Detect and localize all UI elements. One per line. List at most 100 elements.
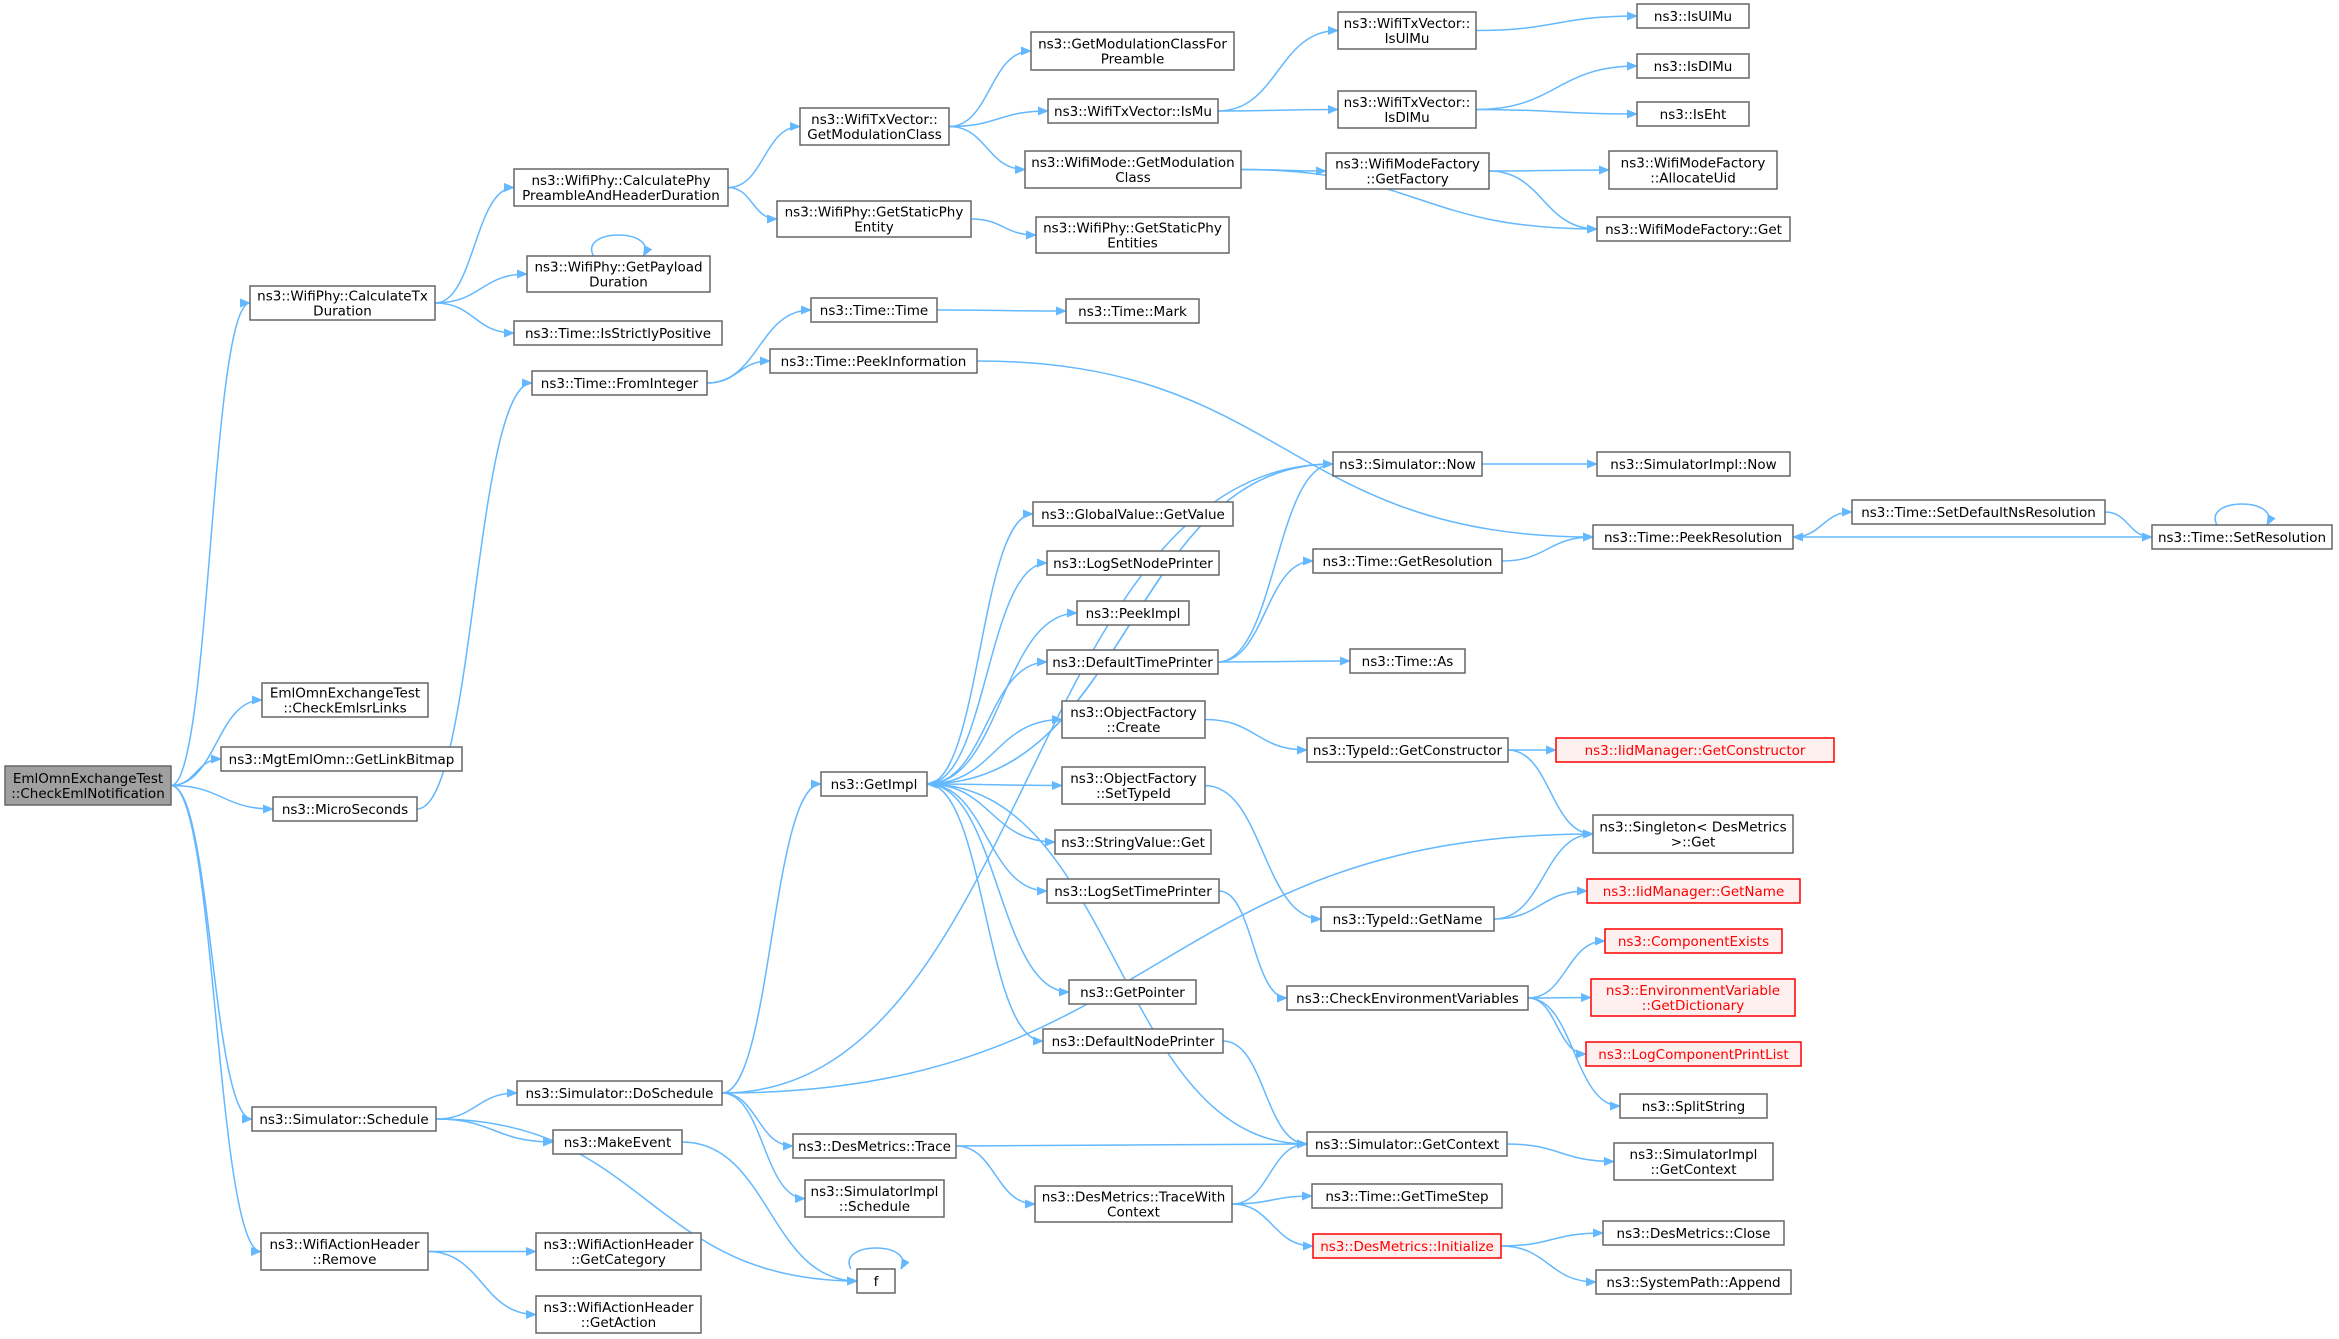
node-defNodePrinter[interactable]: ns3::DefaultNodePrinter <box>1042 1028 1224 1054</box>
node-makeEvent[interactable]: ns3::MakeEvent <box>552 1129 683 1155</box>
node-getLinkBitmap[interactable]: ns3::MgtEmlOmn::GetLinkBitmap <box>220 746 463 772</box>
node-tidGetName[interactable]: ns3::TypeId::GetName <box>1320 906 1495 932</box>
node-timeAs[interactable]: ns3::Time::As <box>1349 648 1466 674</box>
node-timeMark[interactable]: ns3::Time::Mark <box>1065 298 1200 324</box>
node-modeGetModClass[interactable]: ns3::WifiMode::GetModulationClass <box>1024 150 1242 189</box>
node-timeTime[interactable]: ns3::Time::Time <box>810 297 938 323</box>
node-box <box>531 370 708 396</box>
edge-tidGetName-to-singletonGet <box>1493 829 1594 920</box>
node-label: ns3::SimulatorImpl <box>811 1184 939 1200</box>
edge-getPayload-to-getPayload <box>590 234 653 257</box>
node-isEht[interactable]: ns3::IsEht <box>1636 101 1750 127</box>
node-singletonGet[interactable]: ns3::Singleton< DesMetrics>::Get <box>1592 814 1794 854</box>
node-fromInteger[interactable]: ns3::Time::FromInteger <box>531 370 708 396</box>
node-defTimePrinter[interactable]: ns3::DefaultTimePrinter <box>1046 649 1219 675</box>
node-label: ns3::WifiPhy::CalculateTx <box>257 289 428 305</box>
node-box <box>516 1080 723 1106</box>
edge-doSchedule-to-getImpl <box>721 779 822 1094</box>
node-getCategory[interactable]: ns3::WifiActionHeader::GetCategory <box>535 1232 702 1271</box>
node-ofSetTypeId[interactable]: ns3::ObjectFactory::SetTypeId <box>1061 766 1206 805</box>
node-iidGetName[interactable]: ns3::IidManager::GetName <box>1586 878 1801 904</box>
node-schedule[interactable]: ns3::Simulator::Schedule <box>251 1106 437 1132</box>
node-peekRes[interactable]: ns3::Time::PeekResolution <box>1592 524 1794 550</box>
node-checkEmlsr[interactable]: EmlOmnExchangeTest::CheckEmlsrLinks <box>261 682 429 718</box>
edge-doSchedule-to-desTrace <box>721 1092 794 1151</box>
node-label: IsUlMu <box>1385 31 1430 47</box>
edge-setRes-to-setRes <box>2214 503 2276 526</box>
edge-desTraceWith-to-simGetContext <box>1231 1139 1308 1205</box>
node-doSchedule[interactable]: ns3::Simulator::DoSchedule <box>516 1080 723 1106</box>
node-peekImpl[interactable]: ns3::PeekImpl <box>1076 600 1190 626</box>
node-getModClass[interactable]: ns3::WifiTxVector::GetModulationClass <box>799 107 950 146</box>
node-getImpl[interactable]: ns3::GetImpl <box>820 771 928 797</box>
node-isUlMuTx[interactable]: ns3::WifiTxVector::IsUlMu <box>1337 11 1477 50</box>
node-splitString[interactable]: ns3::SplitString <box>1619 1093 1768 1119</box>
node-simImplSchedule[interactable]: ns3::SimulatorImpl::Schedule <box>804 1179 945 1218</box>
node-calcPreamble[interactable]: ns3::WifiPhy::CalculatePhyPreambleAndHea… <box>513 168 729 207</box>
node-box <box>1332 451 1483 477</box>
node-modeFactGetFactory[interactable]: ns3::WifiModeFactory::GetFactory <box>1325 152 1490 190</box>
edge-calcPreamble-to-getModClass <box>727 122 801 189</box>
node-getAction[interactable]: ns3::WifiActionHeader::GetAction <box>535 1295 702 1334</box>
node-label: ns3::IidManager::GetName <box>1603 884 1785 900</box>
node-label: GetModulationClass <box>807 127 942 143</box>
node-microSeconds[interactable]: ns3::MicroSeconds <box>272 796 418 822</box>
edge-getModClass-to-getModPreamble <box>948 46 1032 128</box>
node-strValGet[interactable]: ns3::StringValue::Get <box>1054 829 1212 855</box>
edge-getImpl-to-getPointer <box>926 783 1070 997</box>
node-tidGetCtor[interactable]: ns3::TypeId::GetConstructor <box>1306 737 1509 763</box>
node-timeGetRes[interactable]: ns3::Time::GetResolution <box>1312 548 1503 574</box>
node-isDlMuTx[interactable]: ns3::WifiTxVector::IsDlMu <box>1337 90 1477 129</box>
node-box <box>1613 1142 1774 1181</box>
node-desClose[interactable]: ns3::DesMetrics::Close <box>1602 1220 1785 1246</box>
node-simNow[interactable]: ns3::Simulator::Now <box>1332 451 1483 477</box>
node-checkEnvVars[interactable]: ns3::CheckEnvironmentVariables <box>1286 985 1529 1011</box>
node-box <box>1034 1185 1233 1223</box>
node-modeFactAlloc[interactable]: ns3::WifiModeFactory::AllocateUid <box>1608 150 1778 190</box>
node-isStrictlyPos[interactable]: ns3::Time::IsStrictlyPositive <box>513 320 723 346</box>
node-simImplNow[interactable]: ns3::SimulatorImpl::Now <box>1596 451 1791 477</box>
node-logSetNodePrinter[interactable]: ns3::LogSetNodePrinter <box>1046 550 1220 576</box>
node-box <box>526 255 711 293</box>
node-label: ns3::IsDlMu <box>1654 59 1733 75</box>
node-desTrace[interactable]: ns3::DesMetrics::Trace <box>792 1133 957 1159</box>
node-timeGetTimeStep[interactable]: ns3::Time::GetTimeStep <box>1311 1183 1503 1209</box>
node-label: ns3::Time::SetResolution <box>2158 530 2326 546</box>
node-compExists[interactable]: ns3::ComponentExists <box>1604 928 1783 954</box>
node-box <box>1636 53 1750 79</box>
node-logSetTimePrinter[interactable]: ns3::LogSetTimePrinter <box>1046 878 1220 904</box>
node-peekInfo[interactable]: ns3::Time::PeekInformation <box>769 348 978 374</box>
node-logCompPrint[interactable]: ns3::LogComponentPrintList <box>1585 1041 1802 1067</box>
node-isUlMu[interactable]: ns3::IsUlMu <box>1636 3 1750 29</box>
node-setDefNsRes[interactable]: ns3::Time::SetDefaultNsResolution <box>1851 499 2106 525</box>
node-envVarDict[interactable]: ns3::EnvironmentVariable::GetDictionary <box>1590 978 1796 1017</box>
node-iidGetCtor[interactable]: ns3::IidManager::GetConstructor <box>1555 737 1835 763</box>
node-box <box>1592 524 1794 550</box>
node-simGetContext[interactable]: ns3::Simulator::GetContext <box>1306 1131 1508 1157</box>
node-desInit[interactable]: ns3::DesMetrics::Initialize <box>1312 1233 1502 1259</box>
node-label: f <box>874 1274 880 1290</box>
node-simImplGetContext[interactable]: ns3::SimulatorImpl::GetContext <box>1613 1142 1774 1181</box>
node-setRes[interactable]: ns3::Time::SetResolution <box>2151 524 2333 550</box>
node-isDlMu[interactable]: ns3::IsDlMu <box>1636 53 1750 79</box>
node-isMu[interactable]: ns3::WifiTxVector::IsMu <box>1047 98 1219 124</box>
node-getPointer[interactable]: ns3::GetPointer <box>1068 979 1197 1005</box>
node-root[interactable]: EmlOmnExchangeTest::CheckEmlNotification <box>4 765 172 806</box>
node-gvGetValue[interactable]: ns3::GlobalValue::GetValue <box>1032 501 1234 527</box>
node-wahRemove[interactable]: ns3::WifiActionHeader::Remove <box>260 1232 429 1271</box>
node-modeFactGet[interactable]: ns3::WifiModeFactory::Get <box>1596 216 1791 242</box>
node-label: Preamble <box>1101 52 1165 68</box>
node-label: ns3::DefaultTimePrinter <box>1052 655 1213 671</box>
node-sysPathAppend[interactable]: ns3::SystemPath::Append <box>1595 1269 1792 1295</box>
node-f[interactable]: f <box>856 1268 896 1294</box>
node-label: EmlOmnExchangeTest <box>270 686 420 702</box>
node-box <box>1035 216 1230 254</box>
node-ofCreate[interactable]: ns3::ObjectFactory::Create <box>1061 700 1206 739</box>
node-box <box>2151 524 2333 550</box>
